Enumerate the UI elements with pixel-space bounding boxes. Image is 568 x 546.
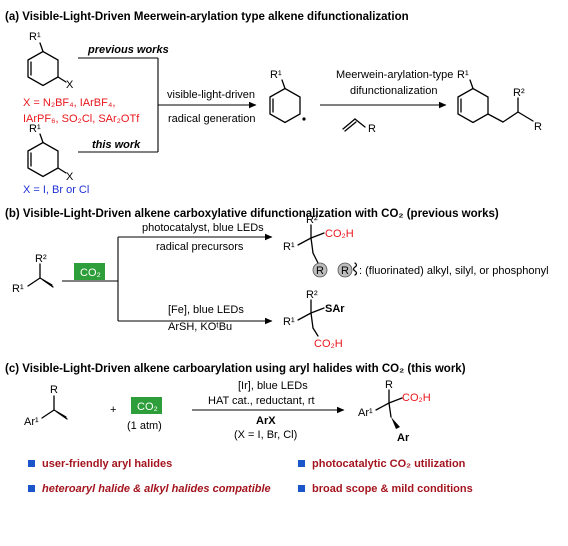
- panel-a-connector: [78, 57, 257, 153]
- cond1: [Ir], blue LEDs: [238, 380, 308, 392]
- step2-line1: Meerwein-arylation-type: [336, 69, 453, 81]
- r-circle-label: R: [341, 265, 349, 277]
- co2-box-b: [74, 263, 105, 280]
- feature-1: user-friendly aryl halides: [42, 458, 172, 470]
- ar1-label: Ar¹: [24, 416, 39, 428]
- r1-label: R¹: [29, 31, 41, 43]
- this-work-label: this work: [92, 139, 141, 151]
- r1-label: R¹: [29, 123, 41, 135]
- r1-label: R¹: [457, 69, 469, 81]
- r-label: R: [385, 379, 393, 391]
- co2-c-label: CO₂: [137, 401, 158, 413]
- r2-label: R²: [306, 289, 318, 301]
- product-a: R¹ R² R: [457, 69, 542, 133]
- panel-b-header: (b) Visible-Light-Driven alkene carboxyl…: [5, 208, 499, 220]
- feature-3: heteroaryl halide & alkyl halides compat…: [42, 483, 271, 495]
- plus-sign: +: [110, 404, 116, 416]
- feature-2: photocatalytic CO₂ utilization: [312, 458, 466, 470]
- feature-4: broad scope & mild conditions: [312, 483, 473, 495]
- x-label: X: [66, 171, 74, 183]
- previous-works-label: previous works: [87, 44, 169, 56]
- cond2: HAT cat., reductant, rt: [208, 395, 315, 407]
- r1-label: R¹: [283, 316, 295, 328]
- step1-line2: radical generation: [168, 113, 255, 125]
- x-label: X: [66, 79, 74, 91]
- product-b-lower: R² R¹ SAr CO₂H: [283, 289, 345, 350]
- r-group-definition: R : (fluorinated) alkyl, silyl, or phosp…: [337, 262, 549, 278]
- r-label: R: [534, 121, 542, 133]
- feature-list: user-friendly aryl halides photocatalyti…: [28, 458, 473, 495]
- r-definition: : (fluorinated) alkyl, silyl, or phospho…: [359, 265, 549, 277]
- arx-halides: (X = I, Br, Cl): [234, 429, 297, 441]
- co2h-label: CO₂H: [314, 338, 343, 350]
- panel-c-header: (c) Visible-Light-Driven alkene carboary…: [5, 363, 466, 375]
- lower-cond1: [Fe], blue LEDs: [168, 304, 244, 316]
- upper-cond2: radical precursors: [156, 241, 244, 253]
- r-label: R: [368, 123, 376, 135]
- panel-b-branch: [117, 233, 273, 325]
- r1-label: R¹: [12, 283, 24, 295]
- r-circle-label: R: [316, 265, 324, 277]
- r2-label: R²: [35, 253, 47, 265]
- r2-label: R²: [513, 87, 525, 99]
- sar-label: SAr: [325, 303, 345, 315]
- lower-cond2: ArSH, KOᵗBu: [168, 321, 232, 333]
- aryl-x-this-work: R¹ X: [27, 123, 74, 183]
- alkene-substrate-c: Ar¹ R: [24, 384, 68, 428]
- x-this-label: X = I, Br or Cl: [23, 184, 89, 196]
- step1-line1: visible-light-driven: [167, 89, 255, 101]
- upper-cond1: photocatalyst, blue LEDs: [142, 222, 264, 234]
- aryl-radical: R¹: [269, 69, 306, 124]
- r1-label: R¹: [270, 69, 282, 81]
- co2-pressure: (1 atm): [127, 420, 162, 432]
- r1-label: R¹: [283, 241, 295, 253]
- product-c: R Ar¹ CO₂H Ar: [358, 379, 431, 444]
- step2-line2: difunctionalization: [350, 85, 437, 97]
- r2-label: R²: [306, 214, 318, 226]
- ar-label: Ar: [397, 432, 410, 444]
- alkene-reagent: R: [342, 118, 376, 135]
- product-b-upper: R² R¹ CO₂H R: [283, 214, 354, 278]
- panel-a-header: (a) Visible-Light-Driven Meerwein-arylat…: [5, 11, 409, 23]
- x-prev-line1: X = N₂BF₄, IArBF₄,: [23, 97, 115, 109]
- co2h-label: CO₂H: [325, 228, 354, 240]
- co2-box-c: [131, 397, 162, 414]
- arx-label: ArX: [256, 415, 276, 427]
- alkene-substrate-b: R¹ R²: [12, 253, 54, 295]
- r-label: R: [50, 384, 58, 396]
- co2-b-label: CO₂: [80, 267, 101, 279]
- co2h-label: CO₂H: [402, 392, 431, 404]
- x-prev-line2: IArPF₆, SO₂Cl, SAr₂OTf: [23, 113, 140, 125]
- ar1-label: Ar¹: [358, 407, 373, 419]
- aryl-x-previous: R¹ X: [27, 31, 74, 91]
